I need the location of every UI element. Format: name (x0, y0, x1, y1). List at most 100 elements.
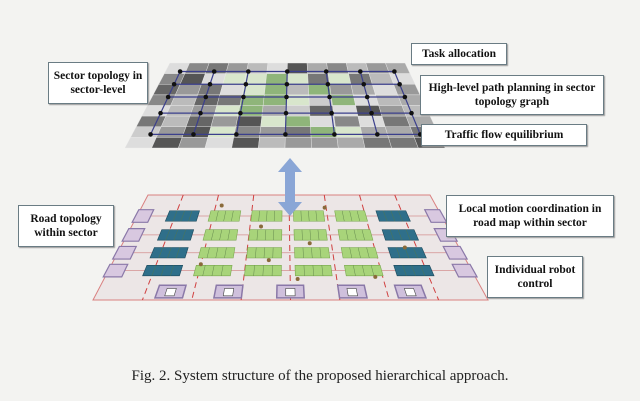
sector-cell (222, 73, 247, 85)
block-grid (253, 265, 255, 276)
graph-node (198, 110, 203, 116)
graph-node (148, 132, 153, 137)
graph-node (245, 69, 251, 74)
sector-cell (327, 73, 352, 85)
sector-boundary (394, 194, 440, 301)
block-grid (202, 265, 206, 276)
block-grid (413, 247, 418, 259)
road-topology-label: Road topology within sector (18, 205, 114, 247)
graph-node (284, 81, 290, 87)
sector-cell (285, 115, 311, 127)
storage-block (393, 265, 435, 277)
road-block (337, 229, 374, 241)
block-grid (266, 210, 268, 222)
graph-edge (192, 71, 215, 135)
block-grid (361, 229, 365, 241)
block-grid (182, 229, 186, 241)
graph-node (191, 132, 196, 137)
block-grid (256, 229, 259, 241)
block-grid (215, 210, 219, 222)
road-block (344, 265, 384, 277)
graph-node (234, 132, 239, 137)
block-grid (151, 265, 157, 276)
graph-node (358, 69, 363, 74)
block-grid (341, 210, 345, 222)
block-grid (319, 247, 322, 259)
block-grid (321, 265, 324, 276)
robot-icon (307, 241, 312, 246)
sector-boundary (323, 194, 341, 301)
sector-cell (261, 105, 287, 117)
block-grid (223, 210, 227, 222)
graph-node (238, 110, 243, 116)
storage-block (142, 265, 184, 277)
sector-cell (258, 137, 286, 149)
block-grid (396, 247, 401, 259)
block-grid (224, 247, 227, 259)
robot-icon (259, 224, 264, 229)
sector-cell (360, 126, 389, 138)
workstation-port (164, 288, 177, 297)
graph-node (158, 110, 163, 116)
block-grid (263, 247, 265, 259)
graph-node (171, 81, 177, 87)
sector-cell (393, 84, 421, 96)
traffic-flow-label: Traffic flow equilibrium (421, 124, 587, 146)
graph-node (409, 110, 414, 116)
block-grid (312, 265, 314, 276)
storage-block (381, 229, 420, 241)
side-station (451, 263, 479, 278)
sector-cell (156, 126, 187, 138)
graph-node (329, 110, 334, 116)
block-grid (303, 265, 305, 276)
robot-icon (219, 203, 224, 208)
block-grid (180, 210, 185, 222)
robot-icon (322, 205, 327, 210)
road-block (197, 247, 236, 259)
block-grid (220, 265, 224, 276)
sector-cell (178, 137, 209, 149)
sector-cell (310, 137, 339, 149)
sector-cell (285, 105, 311, 117)
sector-cell (381, 115, 411, 127)
sector-cell (213, 105, 241, 117)
graph-node (397, 81, 402, 87)
sector-cell (372, 84, 399, 96)
sector-cell (135, 115, 167, 127)
graph-node (165, 94, 171, 100)
graph-node (283, 110, 289, 116)
sector-boundary (288, 194, 291, 301)
sector-boundary (141, 194, 184, 301)
individual-robot-label: Individual robot control (487, 256, 583, 298)
task-allocation-label: Task allocation (411, 43, 507, 65)
block-grid (357, 247, 361, 259)
sector-cell (388, 137, 419, 149)
block-grid (300, 210, 302, 222)
sector-cell (362, 137, 392, 149)
sector-cell (231, 137, 260, 149)
block-grid (170, 265, 174, 276)
sector-cell (210, 115, 239, 127)
block-grid (420, 265, 426, 276)
sector-cell (201, 73, 227, 85)
block-grid (219, 229, 223, 241)
block-grid (398, 210, 403, 222)
sector-cell (151, 137, 183, 149)
sector-topology-label: Sector topology in sector-level (48, 62, 148, 104)
block-grid (167, 247, 172, 259)
sector-cell (336, 137, 366, 149)
block-grid (211, 265, 215, 276)
block-grid (264, 229, 267, 241)
sector-cell (141, 105, 171, 117)
robot-icon (198, 262, 203, 267)
hierarchy-arrow (278, 158, 302, 216)
block-grid (345, 229, 349, 241)
sector-cell (355, 105, 383, 117)
graph-node (332, 132, 337, 137)
workstation-port (346, 288, 358, 297)
sector-cell (259, 126, 286, 138)
graph-node (203, 94, 209, 100)
block-grid (405, 229, 411, 241)
block-grid (231, 210, 234, 222)
